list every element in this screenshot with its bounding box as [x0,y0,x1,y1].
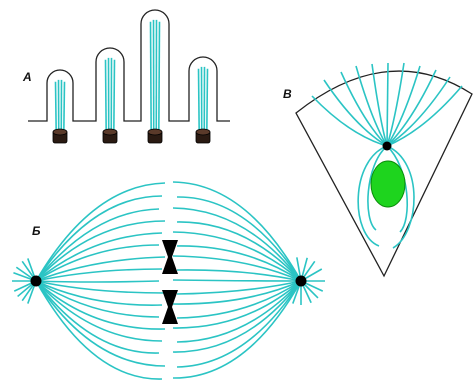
microtubule [386,65,421,147]
microtubule [371,63,388,147]
spindle-fiber-right [176,196,302,282]
microtubule-lower [367,145,388,231]
spindle-fiber-right [172,280,302,305]
axoneme-fiber [149,21,152,132]
spindle-fiber-left [35,208,160,282]
label-v: В [283,87,292,101]
microtubule [386,85,463,147]
spindle-fiber-left [35,280,163,306]
spindle-pole-right [295,275,307,287]
spindle-fiber-left [35,280,160,354]
microtubule [386,62,405,147]
spindle-fiber-left [35,220,166,282]
spindle-fiber-right [172,280,302,353]
spindle-fiber-right [176,245,302,282]
spindle-fiber-right [176,280,302,368]
spindle-fiber-right [172,231,302,282]
basal-body-top [52,128,68,136]
panel-b-spindle [12,181,325,380]
microtubule [323,79,388,147]
spindle-fiber-right [176,269,302,282]
chromosome-1 [162,240,178,274]
microtubule [355,65,388,147]
spindle-fiber-left [35,280,163,342]
chromosome-2 [162,290,178,324]
basal-body-top [147,128,163,136]
spindle-fiber-left [35,280,166,294]
microtubule [386,69,437,147]
microtubule-lower [386,145,415,249]
microtubule-lower [357,145,388,247]
spindle-fiber-right [172,280,302,329]
centrosome [382,141,392,151]
microtubule-lower [386,145,409,233]
panel-v-cell [295,62,473,278]
cilium-1 [52,79,68,144]
spindle-fiber-right [176,280,302,343]
axoneme-fiber [113,59,116,132]
microtubule [386,62,389,147]
spindle-fiber-left [35,256,166,282]
basal-body-top [195,128,211,136]
microtubule [340,71,388,147]
spindle-fiber-left [35,195,163,282]
cilium-3 [147,19,163,144]
axoneme-fiber [54,81,57,132]
spindle-fiber-right [176,280,302,319]
spindle-fiber-left [35,182,166,282]
spindle-fiber-left [35,280,166,330]
microtubule [386,76,451,147]
cilium-2 [102,57,118,144]
label-a: А [23,70,32,84]
spindle-fiber-right [172,181,302,282]
spindle-fiber-right [172,207,302,282]
spindle-fiber-left [35,280,163,380]
spindle-fiber-left [35,268,163,282]
axoneme-fiber [206,68,209,132]
spindle-fiber-right [172,255,302,282]
axoneme-fiber [197,68,200,132]
spindle-fiber-left [35,280,166,367]
nucleus [370,160,406,208]
cilium-4 [195,66,211,144]
axoneme-fiber [158,21,161,132]
spindle-fiber-right [176,280,302,295]
spindle-pole-left [30,275,42,287]
spindle-fiber-right [176,221,302,282]
basal-body-top [102,128,118,136]
spindle-fiber-right [172,279,302,282]
cilia-membrane [28,9,230,122]
label-b: Б [32,224,41,238]
spindle-fiber-left [35,280,160,283]
spindle-fiber-left [35,280,160,318]
axoneme-fiber [104,59,107,132]
axoneme-fiber [63,81,66,132]
spindle-fiber-left [35,244,160,282]
microtubule [311,95,388,147]
spindle-fiber-right [172,280,302,379]
panel-a-cilia [28,9,230,144]
spindle-fiber-left [35,232,163,282]
